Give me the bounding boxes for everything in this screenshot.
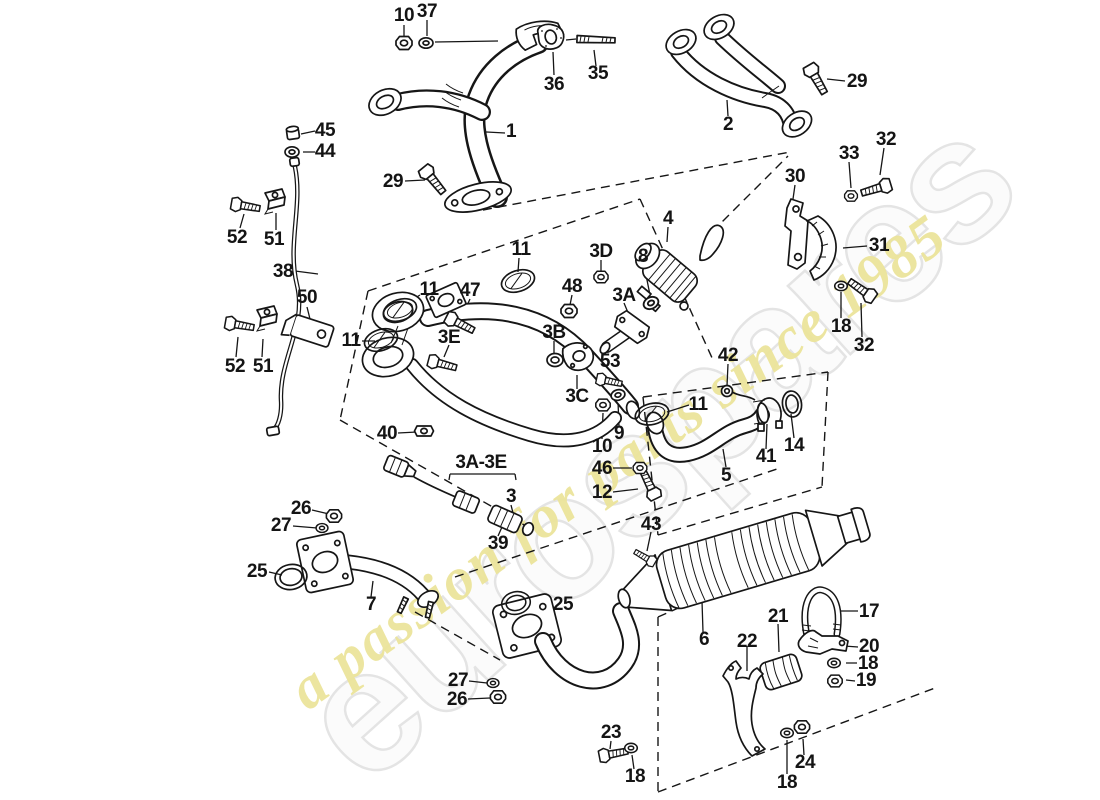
part-37-washer bbox=[418, 36, 434, 50]
part-6-catalytic-converter bbox=[491, 507, 871, 690]
part-48-nut bbox=[560, 303, 578, 319]
part-10-nut bbox=[395, 35, 413, 51]
part-20-bracket bbox=[797, 629, 849, 655]
part-24-nut bbox=[793, 720, 811, 734]
part-18-washer bbox=[833, 280, 849, 292]
part-46-nut bbox=[632, 461, 648, 475]
part-39-oxygen-sensor bbox=[383, 454, 535, 537]
part-35-stud bbox=[576, 34, 616, 44]
part-7-stud bbox=[396, 596, 410, 615]
part-18-washer bbox=[623, 742, 639, 754]
part-26-nut bbox=[489, 690, 507, 704]
part-50-bracket bbox=[280, 313, 335, 348]
part-27-washer bbox=[315, 522, 329, 534]
part-41-clamp bbox=[756, 397, 783, 432]
part-36-gasket bbox=[536, 23, 565, 50]
part-3e-bolt bbox=[425, 352, 459, 376]
part-17-u-bolt bbox=[801, 586, 842, 640]
part-44-washer bbox=[284, 145, 300, 159]
part-32-bolt bbox=[858, 176, 894, 202]
part-2-front-exhaust-pipe-right bbox=[665, 13, 813, 138]
part-40-clip-nut bbox=[413, 425, 435, 437]
part-33-nut bbox=[843, 190, 859, 202]
part-10-nut bbox=[595, 398, 611, 412]
part-4-valve bbox=[634, 224, 725, 313]
part-18-washer bbox=[826, 657, 842, 669]
part-27-washer bbox=[486, 677, 500, 689]
part-45-cap-nut bbox=[285, 125, 301, 141]
part-30-bracket bbox=[784, 198, 809, 270]
part-51-clamp bbox=[264, 188, 286, 215]
part-3a-flange-pipe bbox=[599, 309, 651, 355]
part-51-clamp bbox=[256, 305, 278, 332]
part-11-gasket bbox=[497, 264, 539, 298]
part-7-elbow-pipe bbox=[295, 530, 439, 620]
part-29-bolt bbox=[800, 60, 833, 98]
part-19-nut bbox=[827, 674, 843, 688]
part-1-front-exhaust-pipe-left bbox=[368, 20, 565, 213]
part-3c-flange bbox=[561, 342, 595, 372]
part-21-rubber-mount bbox=[759, 653, 803, 691]
part-3d-nut bbox=[593, 270, 609, 284]
part-3-exhaust-pipe-assembly bbox=[361, 281, 641, 448]
part-3b-spacer bbox=[546, 352, 564, 368]
part-14-ring bbox=[781, 390, 803, 418]
part-22-support-fork bbox=[722, 660, 766, 757]
part-26-nut bbox=[325, 509, 343, 523]
part-42-fitting bbox=[720, 384, 756, 401]
part-52-bolt bbox=[223, 314, 256, 336]
part-18-washer bbox=[779, 727, 795, 739]
part-31-clamp-bracket bbox=[806, 215, 837, 281]
part-32-bolt bbox=[844, 274, 880, 306]
part-52-bolt bbox=[229, 195, 262, 217]
